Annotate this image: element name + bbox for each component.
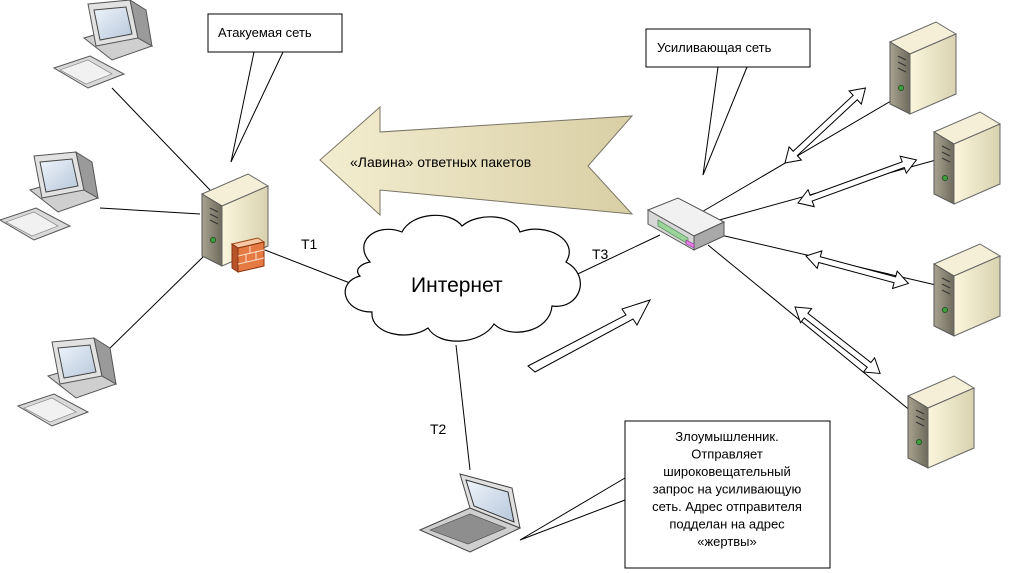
firewall-icon	[230, 237, 266, 273]
server-icon	[932, 111, 1002, 205]
server-icon	[906, 375, 976, 469]
workstation-icon	[16, 336, 118, 427]
link-label-t2: T2	[430, 421, 447, 437]
attack-request-arrow	[527, 299, 652, 373]
link-t3	[564, 234, 661, 281]
callout-attacker-line: «жертвы»	[697, 534, 757, 549]
link-pc1-server	[111, 87, 211, 191]
callout-attacker-line: широковещательный	[663, 464, 791, 479]
server-icon	[932, 243, 1002, 337]
cloud-label: Интернет	[411, 274, 503, 297]
link-t1	[264, 249, 356, 286]
workstation-icon	[52, 0, 154, 89]
callout-amplifier-text: Усиливающая сеть	[657, 40, 772, 55]
callout-amplifier-network: Усиливающая сеть	[645, 28, 811, 68]
double-arrows	[784, 87, 918, 375]
callout-attacker-text: Злоумышленник. Отправляет широковещательны…	[652, 429, 802, 549]
callout-attacker-line: сеть. Адрес отправителя	[652, 499, 802, 514]
callout-pointer-amplifier	[702, 66, 748, 176]
server-icon	[888, 21, 958, 115]
router-icon	[646, 197, 726, 251]
avalanche-arrow: «Лавина» ответных пакетов	[319, 105, 634, 217]
callout-pointer-attacker	[519, 477, 626, 541]
link-pc3-server	[105, 254, 206, 353]
callout-attacker-line: запрос на усиливающую	[653, 482, 802, 497]
link-t2	[455, 344, 471, 471]
callout-attacker-line: Отправляет	[691, 447, 763, 462]
link-label-t3: T3	[592, 246, 609, 262]
laptop-icon	[418, 473, 522, 553]
double-arrow-srv2	[797, 155, 918, 208]
internet-cloud: Интернет	[344, 214, 581, 342]
callout-attacker: Злоумышленник. Отправляет широковещательны…	[624, 420, 831, 569]
double-arrow-srv1	[784, 87, 867, 164]
callout-pointer-attacked	[230, 51, 284, 163]
workstation-icon	[0, 150, 100, 241]
link-router-srv4	[707, 244, 913, 413]
double-arrow-srv4	[794, 306, 881, 375]
callout-attacked-text: Атакуемая сеть	[218, 25, 312, 40]
double-arrow-srv3	[805, 250, 910, 290]
callout-attacker-line: подделан на адрес	[669, 517, 785, 532]
link-label-t1: T1	[301, 236, 318, 252]
callout-attacked-network: Атакуемая сеть	[207, 13, 343, 53]
link-pc2-server	[99, 207, 201, 215]
callout-attacker-line: Злоумышленник.	[675, 429, 778, 444]
avalanche-label: «Лавина» ответных пакетов	[350, 154, 531, 170]
